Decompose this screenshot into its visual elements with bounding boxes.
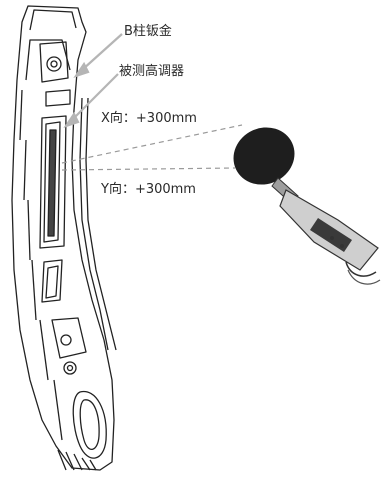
sound-level-meter-icon — [233, 127, 381, 285]
y-offset-label: Y向：+300mm — [101, 182, 196, 197]
mic-foam — [233, 127, 295, 185]
pillar-leader-line — [81, 33, 123, 71]
measurement-dashes — [61, 124, 243, 171]
y-direction-dash — [61, 167, 236, 171]
b-pillar-drawing — [11, 5, 117, 471]
b-pillar-label: B柱钣金 — [124, 24, 172, 39]
leader-arrows — [63, 33, 123, 129]
tweeter-label: 被测高调器 — [119, 64, 185, 79]
x-direction-dash — [61, 124, 243, 164]
pillar-arrowhead — [73, 61, 90, 79]
tweeter-arrowhead — [63, 111, 80, 129]
tweeter-leader-line — [71, 73, 119, 121]
meter-strap — [345, 261, 377, 277]
x-offset-label: X向：+300mm — [101, 111, 197, 126]
meter-display — [310, 218, 352, 252]
